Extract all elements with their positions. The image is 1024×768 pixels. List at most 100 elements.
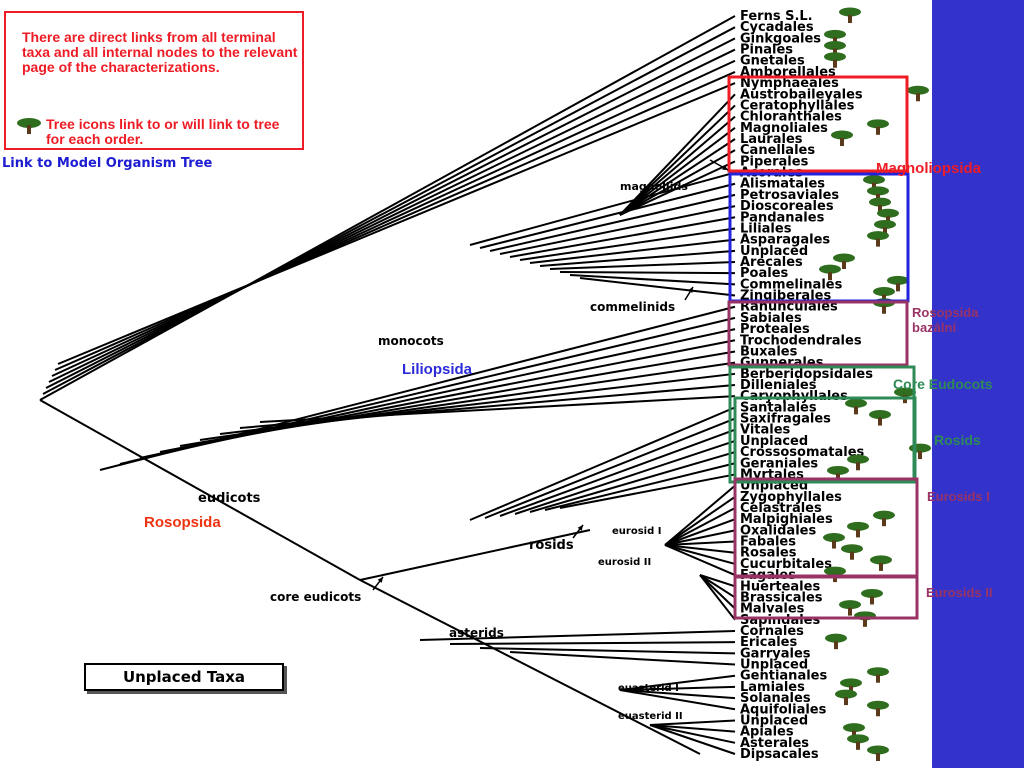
- taxon-label[interactable]: Unplaced: [740, 434, 808, 449]
- taxon-label[interactable]: Pandanales: [740, 210, 825, 225]
- clade-label-commelinids[interactable]: commelinids: [590, 300, 675, 314]
- tree-icon[interactable]: [824, 566, 846, 583]
- taxon-label[interactable]: Asparagales: [740, 233, 830, 248]
- taxon-label[interactable]: Huerteales: [740, 579, 820, 594]
- taxon-label[interactable]: Piperales: [740, 154, 809, 169]
- clade-label-monocots[interactable]: monocots: [378, 334, 444, 348]
- tree-icon[interactable]: [867, 231, 889, 247]
- taxon-label[interactable]: Garryales: [740, 646, 811, 661]
- taxon-label[interactable]: Unplaced: [740, 244, 808, 259]
- taxon-label[interactable]: Gnetales: [740, 54, 805, 69]
- clade-label-eudicots[interactable]: eudicots: [198, 491, 261, 506]
- taxon-label[interactable]: Canellales: [740, 143, 815, 158]
- tree-icon[interactable]: [867, 745, 889, 762]
- taxon-label[interactable]: Chloranthales: [740, 110, 842, 125]
- taxon-label[interactable]: Celastrales: [740, 501, 822, 516]
- taxon-label[interactable]: Alismatales: [740, 177, 825, 192]
- taxon-label[interactable]: Ericales: [740, 635, 797, 650]
- taxon-label[interactable]: Trochodendrales: [740, 333, 862, 348]
- taxon-label[interactable]: Buxales: [740, 344, 798, 359]
- clade-label-euasterid-2[interactable]: euasterid II: [618, 711, 683, 722]
- taxon-label[interactable]: Sabiales: [740, 311, 802, 326]
- taxon-label[interactable]: Cornales: [740, 624, 804, 639]
- tree-icon[interactable]: [839, 7, 861, 24]
- group-label-rosids[interactable]: Rosids: [934, 432, 981, 448]
- tree-icon[interactable]: [824, 52, 846, 68]
- tree-icon[interactable]: [835, 689, 857, 706]
- tree-icon[interactable]: [867, 667, 889, 683]
- taxon-label[interactable]: Gentianales: [740, 669, 827, 684]
- tree-icon[interactable]: [867, 119, 889, 135]
- group-label-eurosids-1[interactable]: Eurosids I: [927, 489, 990, 504]
- tree-icon[interactable]: [840, 678, 862, 694]
- tree-icon[interactable]: [867, 700, 889, 717]
- taxon-label[interactable]: Ceratophyllales: [740, 98, 855, 113]
- tree-icon[interactable]: [887, 275, 909, 292]
- taxon-label[interactable]: Petrosaviales: [740, 188, 839, 203]
- taxon-label[interactable]: Aquifoliales: [740, 702, 827, 717]
- tree-icon[interactable]: [833, 253, 855, 270]
- group-label-rosopsida[interactable]: Rosopsida: [144, 514, 221, 531]
- clade-label-asterids[interactable]: asterids: [449, 626, 504, 640]
- group-label-magnoliopsida[interactable]: Magnoliopsida: [876, 160, 981, 177]
- tree-icon[interactable]: [907, 85, 929, 102]
- taxon-label[interactable]: Dioscoreales: [740, 199, 834, 214]
- taxon-label[interactable]: Asterales: [740, 736, 809, 751]
- taxon-label[interactable]: Arecales: [740, 255, 803, 270]
- taxon-label[interactable]: Apiales: [740, 725, 794, 740]
- taxon-label[interactable]: Dipsacales: [740, 747, 819, 762]
- taxon-label[interactable]: Ginkgoales: [740, 31, 821, 46]
- taxon-label[interactable]: Laurales: [740, 132, 803, 147]
- clade-label-eurosid-2[interactable]: eurosid II: [598, 557, 651, 568]
- taxon-label[interactable]: Dilleniales: [740, 378, 817, 393]
- taxon-label[interactable]: Cycadales: [740, 20, 814, 35]
- taxon-label[interactable]: Commelinales: [740, 277, 843, 292]
- tree-icon[interactable]: [869, 197, 891, 214]
- taxon-label[interactable]: Nymphaeales: [740, 76, 839, 91]
- taxon-label[interactable]: Geraniales: [740, 456, 818, 471]
- taxon-label[interactable]: Santalales: [740, 400, 817, 415]
- taxon-label[interactable]: Fabales: [740, 535, 796, 550]
- tree-icon[interactable]: [869, 410, 891, 426]
- tree-icon[interactable]: [847, 521, 869, 538]
- tree-icon[interactable]: [825, 633, 847, 650]
- tree-icon[interactable]: [819, 264, 841, 281]
- taxon-label[interactable]: Poales: [740, 266, 789, 281]
- tree-icon[interactable]: [861, 588, 883, 605]
- clade-label-magnoliids[interactable]: magnoliids: [620, 180, 688, 193]
- taxon-label[interactable]: Solanales: [740, 691, 811, 706]
- clade-label-core-eudicots[interactable]: core eudicots: [270, 590, 361, 604]
- tree-icon[interactable]: [847, 454, 869, 471]
- clade-label-eurosid-1[interactable]: eurosid I: [612, 526, 661, 537]
- taxon-label[interactable]: Berberidopsidales: [740, 367, 873, 382]
- group-label-core-eudocots[interactable]: Core Eudocots: [893, 376, 993, 392]
- tree-icon[interactable]: [909, 443, 931, 460]
- tree-icon[interactable]: [831, 130, 853, 147]
- taxon-label[interactable]: Malpighiales: [740, 512, 833, 527]
- taxon-label[interactable]: Magnoliales: [740, 121, 828, 136]
- tree-icon[interactable]: [874, 219, 896, 236]
- taxon-label[interactable]: Rosales: [740, 546, 797, 561]
- tree-icon[interactable]: [847, 734, 869, 750]
- model-organism-tree-link[interactable]: Link to Model Organism Tree: [2, 156, 213, 171]
- tree-icon[interactable]: [870, 555, 892, 571]
- taxon-label[interactable]: Zygophyllales: [740, 490, 842, 505]
- taxon-label[interactable]: Proteales: [740, 322, 810, 337]
- taxon-label[interactable]: Cucurbitales: [740, 557, 832, 572]
- tree-icon[interactable]: [839, 600, 861, 616]
- tree-icon[interactable]: [823, 533, 845, 549]
- taxon-label[interactable]: Unplaced: [740, 658, 808, 673]
- group-label-rosopsida-basalni[interactable]: Rosopsida bazální: [912, 305, 978, 335]
- taxon-label[interactable]: Brassicales: [740, 590, 823, 605]
- tree-icon[interactable]: [845, 398, 867, 415]
- taxon-label[interactable]: Vitales: [740, 423, 791, 438]
- clade-label-rosids[interactable]: rosids: [529, 538, 574, 553]
- clade-label-euasterid-1[interactable]: euasterid I: [618, 683, 679, 694]
- tree-icon[interactable]: [827, 465, 849, 482]
- taxon-label[interactable]: Oxalidales: [740, 523, 816, 538]
- group-label-eurosids-2[interactable]: Eurosids II: [926, 585, 993, 600]
- taxon-label[interactable]: Malvales: [740, 602, 805, 617]
- taxon-label[interactable]: Crossosomatales: [740, 445, 865, 460]
- taxon-label[interactable]: Saxifragales: [740, 412, 831, 427]
- tree-icon[interactable]: [841, 544, 863, 560]
